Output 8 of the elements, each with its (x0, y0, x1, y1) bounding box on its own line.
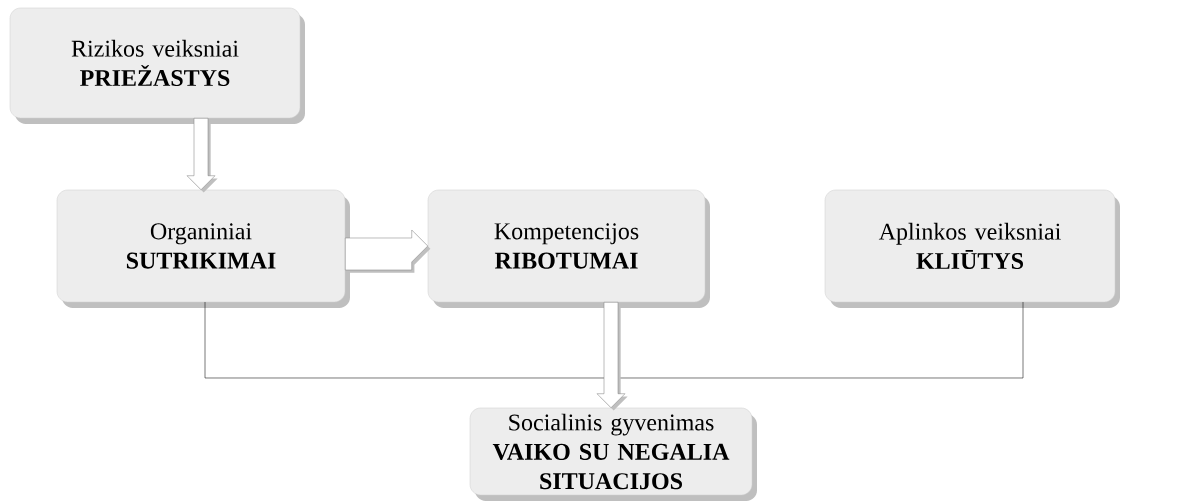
rounded-box: Socialinis gyvenimas VAIKO SU NEGALIA SITUACIJOS (469, 407, 757, 501)
rounded-box: Aplinkos veiksniai KLIŪTYS (824, 189, 1120, 308)
block-arrow (596, 302, 628, 411)
block-arrow (345, 229, 431, 273)
rounded-box: Organiniai SUTRIKIMAI (56, 189, 350, 308)
rounded-box: Kompetencijos RIBOTUMAI (427, 189, 710, 308)
block-arrow (186, 118, 218, 193)
rounded-box: Rizikos veiksniai PRIEŽASTYS (9, 7, 305, 124)
